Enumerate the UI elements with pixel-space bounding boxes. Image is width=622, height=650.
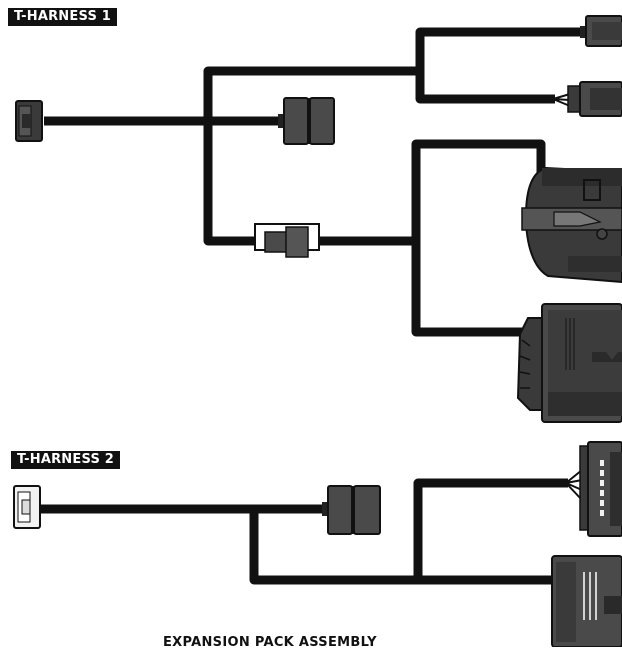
harness-1-right-connector-2 [552, 81, 622, 117]
harness-1-ecu-branch-top [411, 139, 546, 241]
harness-1-lower-trunk [203, 121, 416, 246]
harness-2-input-connector [13, 485, 41, 529]
harness-1-cables [44, 27, 582, 337]
harness-2-right-connector-lower [549, 555, 622, 647]
harness-1-splice-connector [254, 223, 320, 258]
harness-2-inline-connector [322, 485, 381, 535]
harness-1-ecu-connector-upper [521, 166, 622, 284]
harness-2-group [13, 441, 622, 647]
harness-1-ecu-connector-lower [516, 303, 622, 423]
harness-1-second-branch [415, 71, 555, 104]
harness-2-right-trunk [413, 478, 568, 580]
harness-1-top-branch [415, 27, 582, 71]
harness-1-branch-cable [203, 66, 420, 121]
harness-1-top-right-connector [580, 15, 622, 47]
harness-1-input-connector [15, 100, 43, 142]
footer-caption: EXPANSION PACK ASSEMBLY [163, 635, 377, 650]
harness-1-inline-connector [278, 97, 335, 145]
harness-1-label: T-HARNESS 1 [8, 8, 117, 26]
harness-1-group [15, 15, 622, 423]
harness-1-ecu-branch-bottom [411, 241, 528, 337]
harness-2-right-connector-upper [565, 441, 622, 537]
harness-2-label: T-HARNESS 2 [11, 451, 120, 469]
harness-2-cables [40, 478, 568, 585]
harness-2-lower-branch [249, 509, 418, 585]
